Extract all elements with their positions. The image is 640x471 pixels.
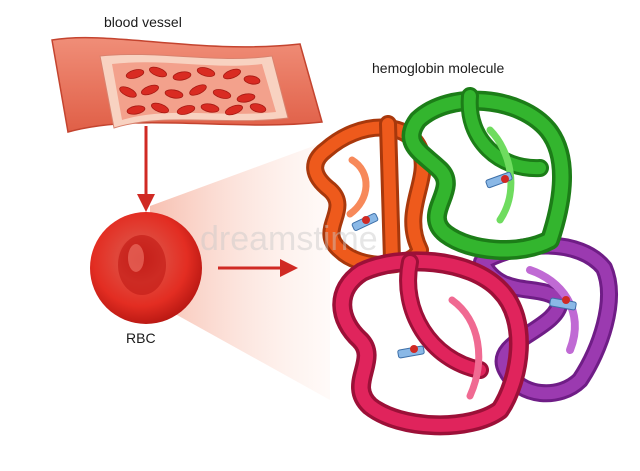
heme-icon <box>549 296 577 311</box>
blood-vessel-label: blood vessel <box>104 14 182 30</box>
heme-groups <box>351 171 577 359</box>
heme-icon <box>485 171 513 189</box>
rbc-label: RBC <box>126 330 156 346</box>
subunit-pink <box>332 251 529 436</box>
arrow-down <box>137 126 155 212</box>
watermark-text: dreamstime <box>200 220 378 258</box>
magnification-beam <box>150 140 330 400</box>
subunit-purple <box>473 236 618 403</box>
vessel-red-cells <box>119 66 267 116</box>
arrow-right <box>218 259 298 277</box>
blood-vessel <box>51 36 323 133</box>
hemoglobin-molecule <box>306 87 618 436</box>
heme-icon <box>397 345 425 359</box>
subunit-green <box>401 87 572 260</box>
heme-icon <box>351 213 379 231</box>
hemoglobin-label: hemoglobin molecule <box>372 60 505 76</box>
red-blood-cell <box>90 212 202 324</box>
